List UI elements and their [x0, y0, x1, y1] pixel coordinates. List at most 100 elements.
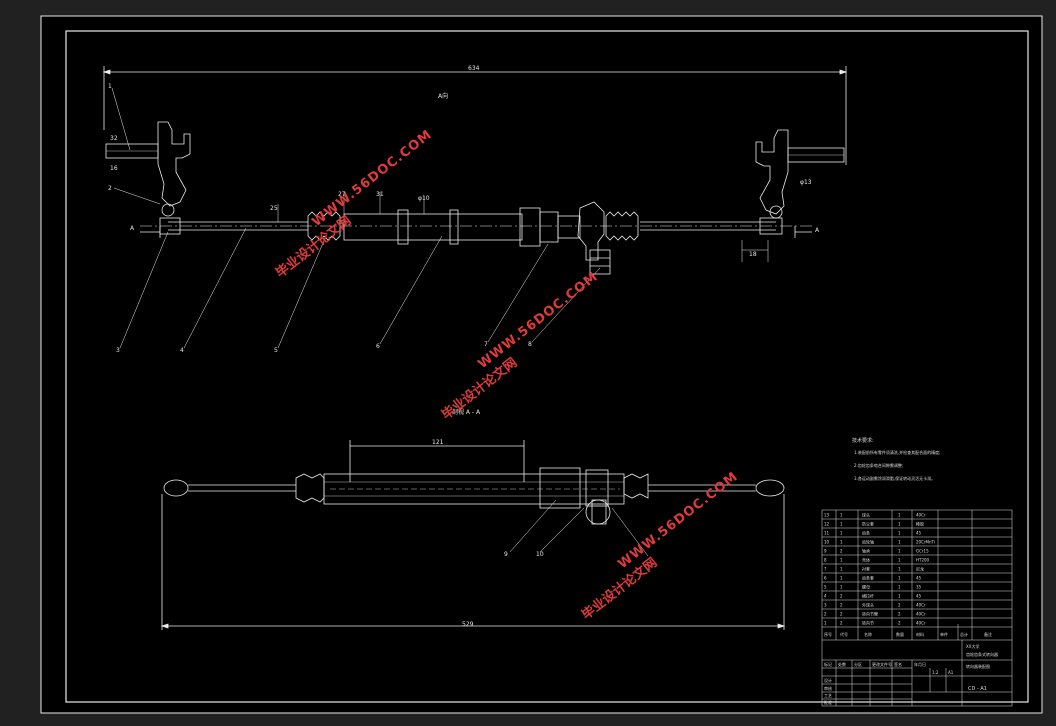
tb-row-0: 标记 — [824, 661, 832, 667]
parts-cell-q2: 2 — [898, 603, 901, 608]
stroke-dim: 121 — [432, 439, 444, 446]
parts-cell-qty: 1 — [840, 540, 843, 545]
parts-cell-mat: 45 — [916, 594, 922, 599]
parts-cell-no: 7 — [824, 567, 827, 572]
parts-cell-q2: 1 — [898, 585, 901, 590]
parts-cell-name: 螺母 — [862, 584, 870, 590]
tb-row-7: 审核 — [824, 685, 832, 691]
parts-cell-no: 8 — [824, 558, 827, 563]
parts-cell-qty: 1 — [840, 558, 843, 563]
sheet-size: A1 — [948, 670, 954, 675]
overall-dim-bottom: 529 — [462, 621, 474, 628]
parts-cell-qty: 2 — [840, 612, 843, 617]
parts-cell-no: 10 — [824, 540, 830, 545]
parts-cell-q2: 2 — [898, 612, 901, 617]
parts-cell-mat: HT200 — [916, 558, 930, 563]
section-view — [160, 440, 786, 630]
parts-cell-mat: 35 — [916, 585, 922, 590]
parts-cell-qty: 2 — [840, 621, 843, 626]
ph-header-4: 材料 — [916, 631, 924, 637]
parts-cell-qty: 1 — [840, 522, 843, 527]
leader-2: 2 — [108, 185, 112, 192]
parts-cell-name: 外球头 — [862, 602, 874, 608]
parts-cell-mat: 45 — [916, 531, 922, 536]
dim-18-right: 18 — [749, 251, 757, 258]
parts-cell-qty: 2 — [840, 603, 843, 608]
ph-header-0: 序号 — [824, 631, 832, 637]
leader-7: 7 — [484, 341, 488, 348]
parts-cell-no: 2 — [824, 612, 827, 617]
parts-cell-mat: 20CrMnTi — [916, 540, 935, 545]
parts-cell-qty: 2 — [840, 549, 843, 554]
parts-cell-no: 1 — [824, 621, 827, 626]
ph-header-1: 代号 — [840, 631, 848, 637]
tb-row-4: 签名 — [894, 661, 902, 667]
section-mark-left: A — [130, 225, 135, 232]
svg-text:3.各运动副需涂润滑脂,保证转动灵活无卡滞。: 3.各运动副需涂润滑脂,保证转动灵活无卡滞。 — [854, 475, 935, 481]
parts-list — [821, 509, 1013, 707]
leader-4: 4 — [180, 347, 184, 354]
ph-header-3: 数量 — [896, 631, 904, 637]
parts-cell-q2: 1 — [898, 558, 901, 563]
parts-cell-no: 4 — [824, 594, 827, 599]
svg-text:技术要求:: 技术要求: — [852, 437, 874, 444]
section-label: 剖视 A - A — [452, 408, 481, 416]
svg-text:1.装配前所有零件须清洗,并检查其配合面的精度;: 1.装配前所有零件须清洗,并检查其配合面的精度; — [854, 449, 940, 455]
tb-row-3: 更改文件号 — [872, 661, 892, 667]
parts-cell-qty: 1 — [840, 513, 843, 518]
tb-row-6: 设计 — [824, 677, 832, 683]
parts-cell-name: 转向节 — [862, 620, 874, 626]
technical-notes: 技术要求: 1.装配前所有零件须清洗,并检查其配合面的精度; 2.齿轮齿条啮合间… — [852, 437, 940, 481]
top-view — [102, 66, 848, 349]
parts-cell-mat: 尼龙 — [916, 566, 924, 572]
tb-row-2: 分区 — [854, 661, 862, 667]
ph-header-7: 备注 — [984, 631, 992, 637]
parts-cell-no: 11 — [824, 531, 830, 536]
dim-27: 27 — [338, 191, 346, 198]
parts-cell-q2: 1 — [898, 549, 901, 554]
parts-cell-name: 防尘套 — [862, 521, 874, 527]
parts-cell-q2: 1 — [898, 540, 901, 545]
parts-cell-mat: 40Cr — [916, 513, 926, 518]
parts-cell-mat: 40Cr — [916, 612, 926, 617]
parts-cell-mat: 橡胶 — [916, 521, 924, 527]
view-label: A向 — [438, 92, 448, 100]
dim-phi10: φ10 — [418, 195, 430, 202]
dim-phi13: φ13 — [800, 179, 812, 186]
parts-cell-q2: 1 — [898, 594, 901, 599]
leader-5: 5 — [274, 347, 278, 354]
parts-cell-no: 9 — [824, 549, 827, 554]
parts-cell-no: 13 — [824, 513, 830, 518]
parts-cell-mat: 45 — [916, 576, 922, 581]
parts-cell-qty: 1 — [840, 531, 843, 536]
sheet-inner-border — [65, 30, 1029, 703]
scale: 1:2 — [932, 670, 939, 675]
tb-row-9: 批准 — [824, 699, 832, 705]
dim-25: 25 — [270, 205, 278, 212]
leader-6: 6 — [376, 343, 380, 350]
parts-cell-name: 齿轮轴 — [862, 539, 874, 545]
parts-cell-no: 5 — [824, 585, 827, 590]
parts-cell-no: 6 — [824, 576, 827, 581]
parts-cell-name: 齿条 — [862, 530, 870, 536]
dim-31: 31 — [376, 191, 384, 198]
parts-cell-q2: 1 — [898, 513, 901, 518]
parts-cell-name: 球头 — [862, 512, 870, 518]
parts-cell-mat: GCr15 — [916, 549, 929, 554]
leader-1: 1 — [108, 83, 112, 90]
parts-cell-q2: 1 — [898, 531, 901, 536]
parts-cell-name: 衬套 — [862, 566, 870, 572]
title-block — [822, 639, 1012, 706]
section-mark-right: A — [815, 227, 820, 234]
parts-cell-q2: 1 — [898, 576, 901, 581]
tb-row-8: 工艺 — [824, 693, 832, 698]
parts-cell-qty: 1 — [840, 576, 843, 581]
parts-cell-qty: 2 — [840, 594, 843, 599]
overall-dim-top: 634 — [468, 65, 480, 72]
ph-header-6: 总计 — [960, 631, 968, 637]
drawing-no: CD - A1 — [968, 686, 987, 692]
leader-3: 3 — [116, 347, 120, 354]
sheet-outer-border — [40, 15, 1043, 714]
title-school: XX大学 — [966, 643, 979, 649]
